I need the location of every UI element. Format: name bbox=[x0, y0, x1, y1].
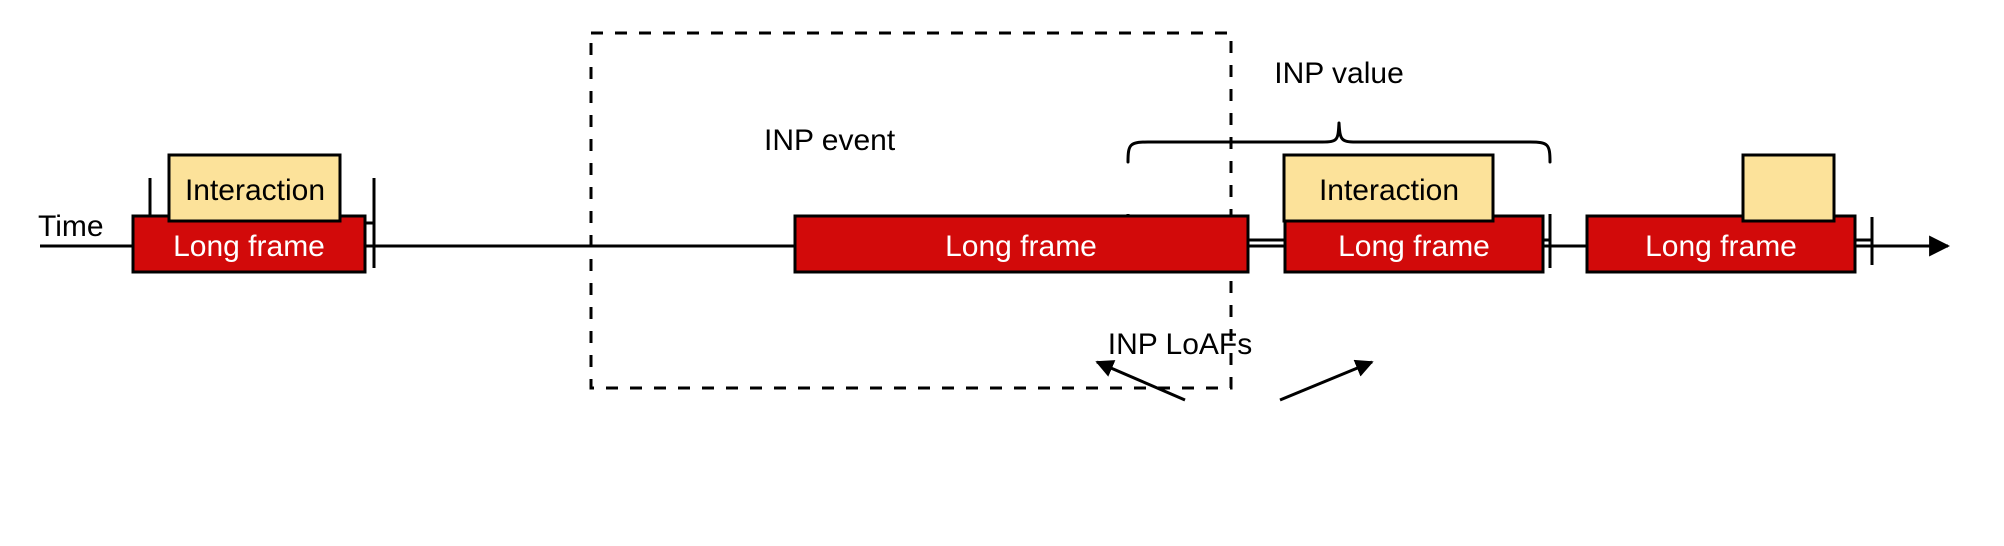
long-frame-label-right: Long frame bbox=[1645, 230, 1797, 263]
long-frame-box-inp-1 bbox=[793, 214, 1250, 274]
inp-loafs-label: INP LoAFs bbox=[1108, 328, 1253, 361]
interaction-label-left: Interaction bbox=[185, 174, 325, 207]
interaction-label-inp: Interaction bbox=[1319, 174, 1459, 207]
long-frame-label-inp-2: Long frame bbox=[1338, 230, 1490, 263]
long-frame-label-inp-1: Long frame bbox=[945, 230, 1097, 263]
long-frame-box-right bbox=[1585, 214, 1857, 274]
inp-event-label: INP event bbox=[764, 124, 896, 157]
time-axis-label: Time bbox=[38, 210, 104, 243]
interaction-box-inp bbox=[1282, 153, 1495, 223]
long-frame-label-left: Long frame bbox=[173, 230, 325, 263]
inp-loafs-arrow-left bbox=[1095, 360, 1186, 402]
interaction-box-right bbox=[1741, 153, 1836, 223]
long-frame-box-inp-2 bbox=[1283, 214, 1545, 274]
inp-value-label: INP value bbox=[1274, 57, 1404, 90]
inp-value-brace bbox=[1126, 121, 1552, 164]
interaction-box-left bbox=[167, 153, 342, 223]
inp-loafs-arrow-right bbox=[1279, 359, 1374, 402]
inp-group-dashed-box bbox=[589, 31, 1233, 390]
